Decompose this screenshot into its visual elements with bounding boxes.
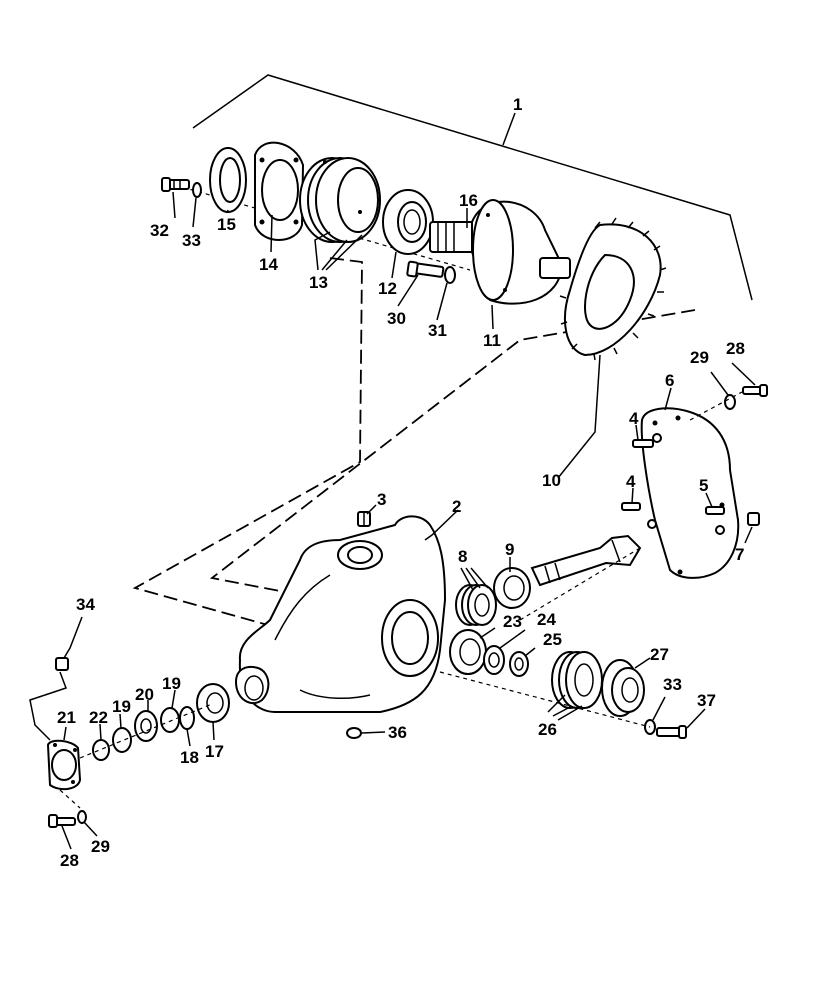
nut-7 [747, 512, 760, 526]
washer-29-upper [724, 394, 736, 410]
pinion-shaft [530, 534, 642, 587]
callout-37: 37 [697, 691, 716, 710]
callout-12: 12 [378, 279, 397, 298]
retainer-27 [601, 659, 645, 717]
seal-15 [209, 147, 247, 213]
leader-lines [29, 191, 756, 850]
pin-5 [705, 506, 725, 515]
callout-9: 9 [505, 540, 514, 559]
callout-26: 26 [538, 720, 557, 739]
lock-washer-24 [483, 645, 505, 675]
callout-32: 32 [150, 221, 169, 240]
shims-8 [455, 584, 497, 626]
callout-22: 22 [89, 708, 108, 727]
cover-plate-6 [640, 407, 740, 579]
callout-11: 11 [483, 331, 501, 350]
bolt-30 [406, 260, 445, 278]
bearing-23 [449, 629, 487, 675]
callout-6: 6 [665, 371, 674, 390]
bolt-32 [161, 177, 190, 192]
callout-4a: 4 [629, 409, 639, 428]
callout-29b: 29 [91, 837, 110, 856]
washer-19a [112, 727, 132, 753]
nut-25 [509, 651, 529, 677]
plug-3 [357, 511, 371, 527]
callout-1: 1 [513, 95, 522, 114]
callout-29a: 29 [690, 348, 709, 367]
callout-33b: 33 [663, 675, 682, 694]
plug-36 [346, 727, 362, 739]
washer-31 [444, 266, 456, 284]
bearing-12 [382, 189, 434, 255]
leader-10 [557, 354, 601, 479]
callout-7: 7 [735, 545, 744, 564]
shims-26 [551, 651, 603, 709]
callout-13: 13 [309, 273, 328, 292]
callout-14: 14 [259, 255, 278, 274]
callout-16: 16 [459, 191, 478, 210]
washer-19b [160, 707, 180, 733]
callout-27: 27 [650, 645, 669, 664]
callout-18: 18 [180, 748, 199, 767]
bolt-37 [656, 725, 687, 739]
callout-24: 24 [537, 610, 556, 629]
callout-34: 34 [76, 595, 95, 614]
callout-15: 15 [217, 215, 236, 234]
shims-13 [299, 157, 381, 243]
callout-28b: 28 [60, 851, 79, 870]
assembly-bracket [192, 74, 753, 301]
callout-20: 20 [135, 685, 154, 704]
callout-23: 23 [503, 612, 522, 631]
callout-17: 17 [205, 742, 224, 761]
plug-34 [55, 657, 69, 671]
callout-5: 5 [699, 476, 708, 495]
callout-36: 36 [388, 723, 407, 742]
gear-20 [134, 710, 158, 742]
callout-21: 21 [57, 708, 76, 727]
callout-28a: 28 [726, 339, 745, 358]
callout-labels: 1 2 3 4 4 5 6 7 8 9 10 11 12 13 14 15 16… [57, 95, 745, 870]
callout-4b: 4 [626, 472, 636, 491]
bolt-28-lower [48, 814, 76, 828]
bolt-28-upper [742, 384, 768, 397]
callout-31: 31 [428, 321, 447, 340]
gear-housing-2 [234, 515, 447, 713]
flange-21 [46, 739, 82, 791]
washer-29-lower [77, 810, 87, 824]
callout-2: 2 [452, 497, 461, 516]
pin-4b [621, 502, 641, 511]
differential-case-16 [429, 199, 571, 305]
pin-4a [632, 439, 654, 448]
callout-33a: 33 [182, 231, 201, 250]
retainer-plate-14 [254, 141, 305, 241]
callout-8: 8 [458, 547, 467, 566]
callout-10: 10 [542, 471, 561, 490]
ring-gear-10 [559, 217, 667, 361]
callout-19a: 19 [112, 697, 131, 716]
callout-19b: 19 [162, 674, 181, 693]
callout-25: 25 [543, 630, 562, 649]
bearing-17 [196, 683, 230, 723]
bearing-9 [493, 567, 531, 609]
seal-22 [92, 739, 110, 761]
callout-3: 3 [377, 490, 386, 509]
snap-ring-18 [179, 706, 195, 730]
callout-30: 30 [387, 309, 406, 328]
washer-33 [192, 182, 202, 198]
